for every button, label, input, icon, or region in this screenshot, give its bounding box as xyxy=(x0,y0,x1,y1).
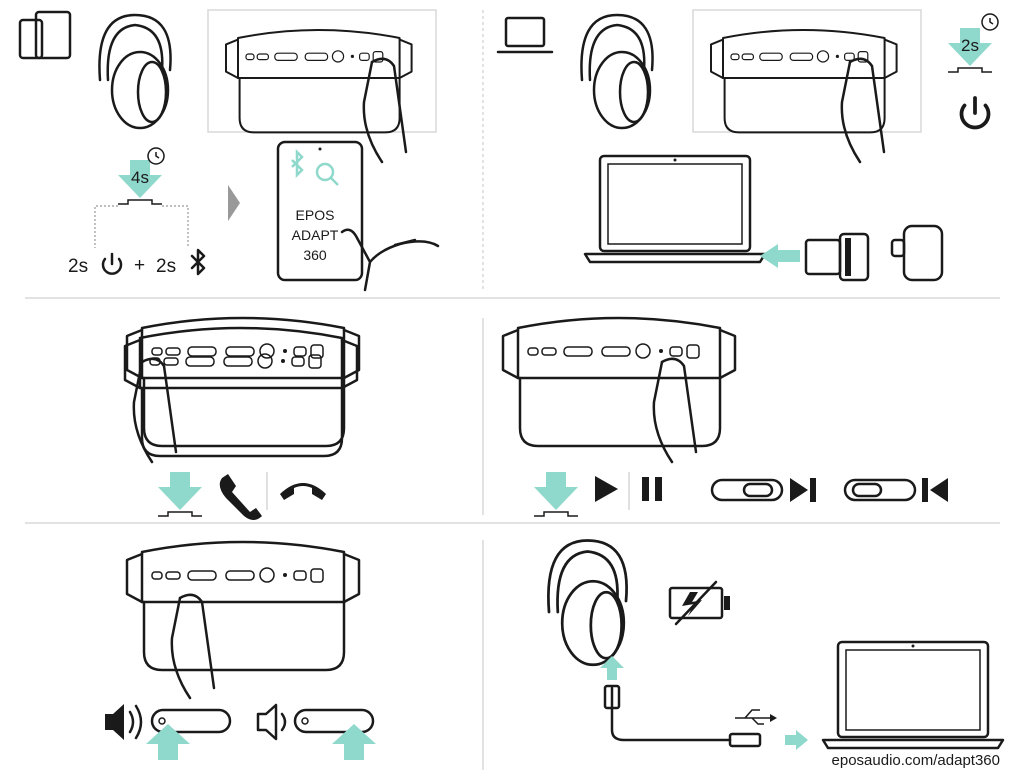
headband-controls xyxy=(125,540,361,672)
headset-illustration xyxy=(98,13,172,130)
insert-arrow-icon xyxy=(785,730,808,750)
slide-up-arrow-icon xyxy=(146,724,190,760)
branch-lines xyxy=(94,205,189,248)
device-name-line: ADAPT xyxy=(292,227,339,243)
device-name-line: 360 xyxy=(303,247,327,263)
device-name-line: EPOS xyxy=(296,207,335,223)
bluetooth-icon xyxy=(190,248,206,276)
slider-forward-icon xyxy=(710,478,784,502)
volume-up-icon xyxy=(105,704,143,740)
laptop-icon xyxy=(496,16,554,54)
volume-slider xyxy=(293,708,375,734)
headband-controls xyxy=(125,316,361,448)
volume-down-icon xyxy=(256,703,287,741)
bluetooth-icon xyxy=(291,148,304,179)
hold-time-label: 4s xyxy=(131,168,149,187)
play-icon xyxy=(595,476,618,502)
headset-illustration xyxy=(547,539,628,667)
headband-controls xyxy=(501,316,737,448)
power-icon xyxy=(101,252,123,275)
plus-label: + xyxy=(134,255,145,276)
headband-controls xyxy=(224,28,413,134)
laptop-illustration xyxy=(821,640,1005,750)
finger-icon xyxy=(840,57,886,164)
answer-call-icon xyxy=(219,474,262,520)
clock-icon xyxy=(981,13,999,31)
usb-icon xyxy=(735,709,777,725)
usb-cable xyxy=(610,686,732,742)
finger-icon xyxy=(170,593,216,700)
support-url[interactable]: eposaudio.com/adapt360 xyxy=(832,752,1000,769)
power-time-label: 2s xyxy=(68,256,88,277)
headset-illustration xyxy=(580,13,654,130)
laptop-illustration xyxy=(583,154,767,264)
power-icon xyxy=(959,96,991,130)
insert-arrow-icon xyxy=(760,244,800,268)
detail-box xyxy=(692,9,922,133)
headband-controls xyxy=(709,28,898,134)
slider-back-icon xyxy=(843,478,917,502)
press-arrow-icon xyxy=(157,471,203,517)
clock-icon xyxy=(147,147,165,165)
next-step-arrow xyxy=(228,185,240,221)
end-call-icon xyxy=(280,483,326,500)
usb-c-plug xyxy=(603,684,621,710)
next-track-icon xyxy=(790,478,816,502)
usb-a-plug xyxy=(728,732,762,748)
usb-c-adapter-illustration xyxy=(890,224,944,282)
bt-time-label: 2s xyxy=(156,256,176,277)
volume-slider xyxy=(150,708,232,734)
previous-track-icon xyxy=(922,478,948,502)
smartphone-illustration: EPOS ADAPT 360 xyxy=(276,140,364,282)
hand-tap-icon xyxy=(340,228,440,292)
pause-icon xyxy=(642,477,662,501)
hold-time-label: 2s xyxy=(961,36,979,55)
search-icon xyxy=(315,162,335,182)
battery-charging-icon xyxy=(668,580,730,626)
charge-arrow-icon xyxy=(600,656,624,680)
mobile-devices-icon xyxy=(18,10,72,60)
usb-dongle-illustration xyxy=(804,232,870,282)
slide-up-arrow-icon xyxy=(332,724,376,760)
press-arrow-icon xyxy=(533,471,579,517)
